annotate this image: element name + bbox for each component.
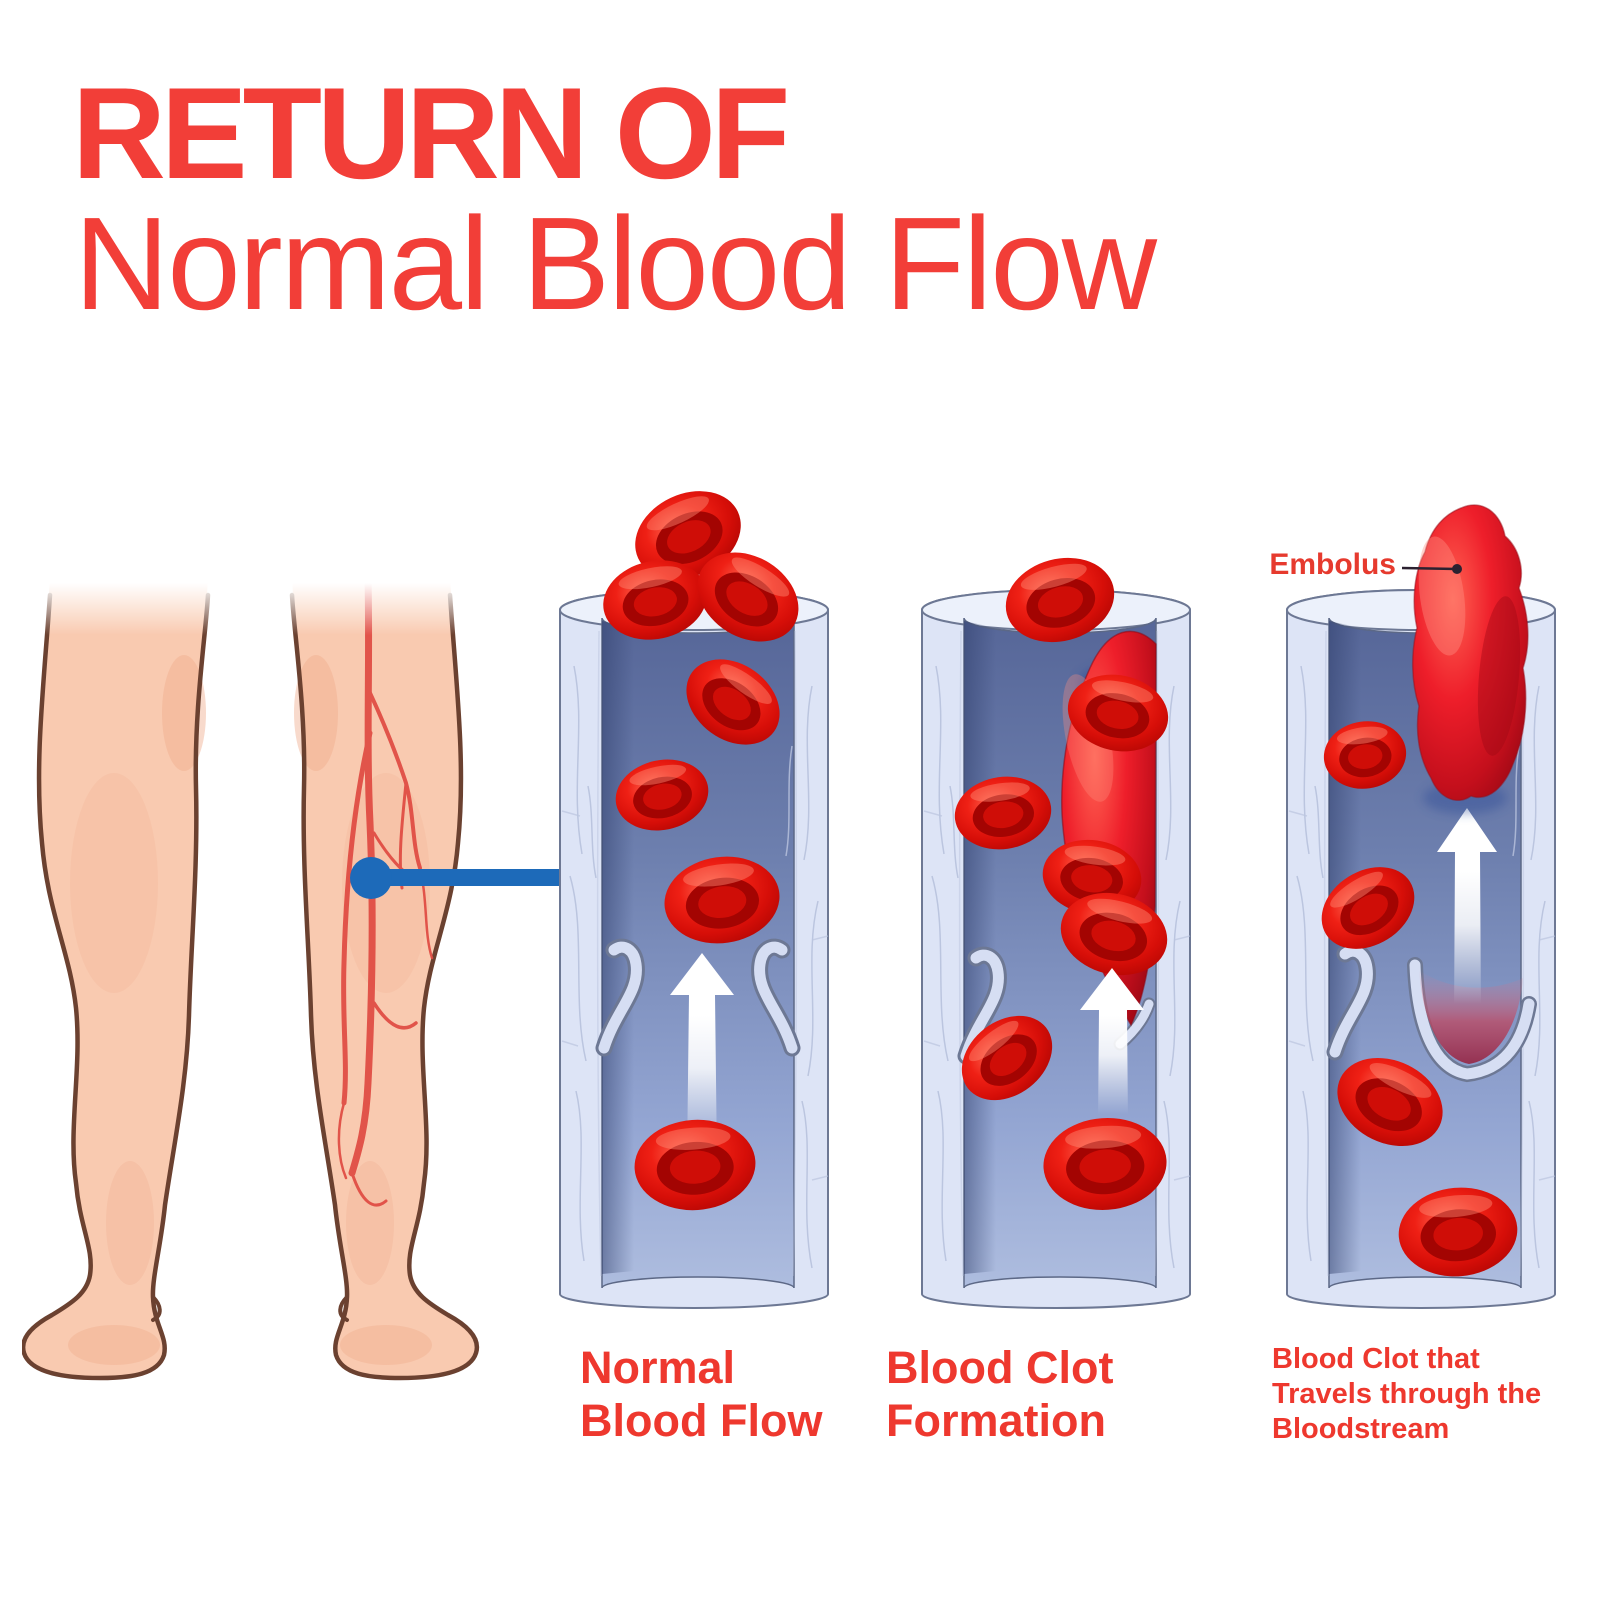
embolus-pointer (1401, 564, 1462, 574)
embolus-label: Embolus (1269, 548, 1396, 581)
flow-arrow-icon (1080, 968, 1144, 1127)
legs-illustration (22, 583, 522, 1381)
caption-line: Blood Clot that (1272, 1343, 1480, 1375)
page-title-line2: Normal Blood Flow (74, 190, 1157, 337)
blood-clot (1037, 630, 1177, 1027)
right-leg (292, 583, 477, 1378)
flow-arrow-icon (1437, 808, 1497, 1021)
left-leg (22, 583, 211, 1381)
page-title-line1: RETURN OF (72, 60, 790, 206)
vein-diagram-embolus (1286, 504, 1556, 1309)
connector-line (350, 857, 584, 899)
caption-normal-blood-flow: Normal Blood Flow (580, 1342, 822, 1447)
caption-traveling-clot: Blood Clot that Travels through the Bloo… (1272, 1342, 1541, 1446)
caption-line: Blood Clot (886, 1342, 1114, 1393)
flow-arrow-icon (670, 953, 734, 1162)
vein-diagram-clot-formation (921, 546, 1191, 1309)
vein-diagram-normal-flow (559, 476, 829, 1309)
embolus-clot (1411, 504, 1529, 801)
caption-line: Formation (886, 1394, 1106, 1446)
caption-line: Normal (580, 1342, 736, 1393)
caption-blood-clot-formation: Blood Clot Formation (886, 1342, 1113, 1447)
caption-line: Bloodstream (1272, 1412, 1450, 1445)
connector-dot (350, 857, 392, 899)
leg-top-fade (22, 583, 522, 635)
caption-line: Travels through the (1272, 1377, 1542, 1410)
caption-line: Blood Flow (580, 1394, 823, 1446)
